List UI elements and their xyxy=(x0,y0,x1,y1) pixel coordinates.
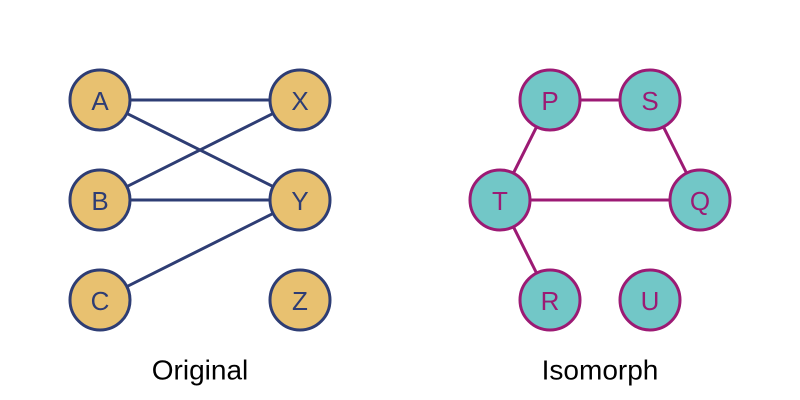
original-nodes: A B C X Y Z xyxy=(68,68,332,332)
node-circle-r xyxy=(518,268,582,332)
node-label-s: S xyxy=(641,86,658,116)
node-circle-u xyxy=(618,268,682,332)
node-label-z: Z xyxy=(292,286,308,316)
node-circle-c xyxy=(68,268,132,332)
node-c: C xyxy=(68,268,132,332)
node-label-q: Q xyxy=(690,186,710,216)
node-y: Y xyxy=(268,168,332,232)
node-s: S xyxy=(618,68,682,132)
isomorph-caption: Isomorph xyxy=(542,355,659,386)
node-circle-q xyxy=(668,168,732,232)
original-edges xyxy=(99,98,301,302)
node-a: A xyxy=(68,68,132,132)
isomorph-graph: P S T Q R U Isomorph xyxy=(468,68,732,386)
node-u: U xyxy=(618,268,682,332)
node-label-x: X xyxy=(291,86,308,116)
node-q: Q xyxy=(668,168,732,232)
node-p: P xyxy=(518,68,582,132)
node-circle-b xyxy=(68,168,132,232)
node-circle-z xyxy=(268,268,332,332)
node-t: T xyxy=(468,168,532,232)
edge-b-x xyxy=(99,98,301,202)
node-label-p: P xyxy=(541,86,558,116)
original-caption: Original xyxy=(152,355,248,386)
node-circle-t xyxy=(468,168,532,232)
node-label-r: R xyxy=(541,286,560,316)
node-x: X xyxy=(268,68,332,132)
node-b: B xyxy=(68,168,132,232)
edge-c-y xyxy=(99,198,301,302)
node-label-y: Y xyxy=(291,186,308,216)
node-label-a: A xyxy=(91,86,109,116)
node-r: R xyxy=(518,268,582,332)
original-graph: A B C X Y Z Original xyxy=(68,68,332,386)
node-circle-x xyxy=(268,68,332,132)
node-z: Z xyxy=(268,268,332,332)
node-circle-p xyxy=(518,68,582,132)
node-label-c: C xyxy=(91,286,110,316)
node-circle-y xyxy=(268,168,332,232)
isomorph-nodes: P S T Q R U xyxy=(468,68,732,332)
node-circle-a xyxy=(68,68,132,132)
node-label-u: U xyxy=(641,286,660,316)
node-circle-s xyxy=(618,68,682,132)
node-label-t: T xyxy=(492,186,508,216)
node-label-b: B xyxy=(91,186,108,216)
